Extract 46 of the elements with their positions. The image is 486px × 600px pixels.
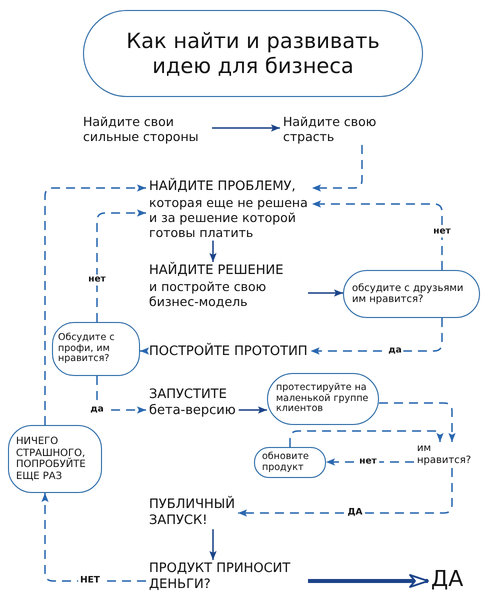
question-text: им нравится?	[414, 442, 474, 468]
dashed-arrow	[41, 493, 146, 582]
process-pill	[254, 447, 326, 478]
step-text: НИЧЕГО СТРАШНОГО, ПОПРОБУЙТЕ ЕЩЕ РАЗ	[16, 436, 87, 482]
step-heading: НАЙДИТЕ ПРОБЛЕМУ,	[149, 179, 297, 195]
dashed-arrow	[238, 468, 453, 517]
arrow	[140, 347, 149, 355]
edge-label: нет	[86, 274, 108, 286]
step-heading: ПОСТРОЙТЕ ПРОТОТИП	[146, 343, 311, 361]
arrow	[209, 240, 217, 262]
arrow	[209, 529, 217, 560]
question-text: обсудите с друзьями им нравится?	[352, 282, 464, 306]
edge-label: да	[386, 346, 404, 356]
step-description: бета-версию	[149, 402, 236, 418]
dashed-arrow	[312, 200, 443, 270]
arrow	[308, 289, 343, 297]
question-text: Обсудите с профи, им нравится?	[58, 332, 116, 366]
step-description: которая еще не решена и за решение которой готовы платить	[149, 194, 309, 240]
arrow	[212, 124, 280, 132]
dashed-arrow	[379, 402, 456, 442]
question-text: ПРОДУКТ ПРИНОСИТ ДЕНЬГИ?	[146, 560, 308, 594]
decision-pill	[52, 322, 140, 376]
dashed-arrow	[96, 209, 146, 322]
title-text: Как найти и развивать идею для бизнеса	[125, 29, 381, 78]
dashed-arrow	[312, 145, 363, 192]
step-description: и постройте свою бизнес-модель	[149, 278, 268, 309]
edge-label: ДА	[346, 508, 364, 518]
step-text: обновите продукт	[262, 452, 310, 474]
answer-text: ДА	[428, 566, 466, 594]
process-pill	[8, 425, 102, 493]
dashed-arrow	[289, 430, 444, 447]
step-heading: ЗАПУСТИТЕ	[149, 387, 228, 403]
edge-label: да	[88, 404, 106, 416]
step-text: протестируйте на маленькой группе клиентов	[276, 382, 370, 416]
dashed-arrow	[44, 184, 146, 425]
arrow	[238, 406, 267, 414]
dashed-arrow	[310, 318, 443, 355]
edge-label: нет	[431, 226, 453, 238]
step-text: Найдите свою страсть	[280, 113, 384, 145]
dashed-arrow	[96, 376, 146, 414]
process-pill	[267, 373, 379, 425]
arrow	[308, 574, 429, 588]
decision-pill	[343, 270, 480, 318]
step-heading: ПУБЛИЧНЫЙ ЗАПУСК!	[146, 496, 238, 530]
step-text: Найдите свои сильные стороны	[80, 113, 212, 145]
step-heading: НАЙДИТЕ РЕШЕНИЕ	[149, 263, 284, 279]
